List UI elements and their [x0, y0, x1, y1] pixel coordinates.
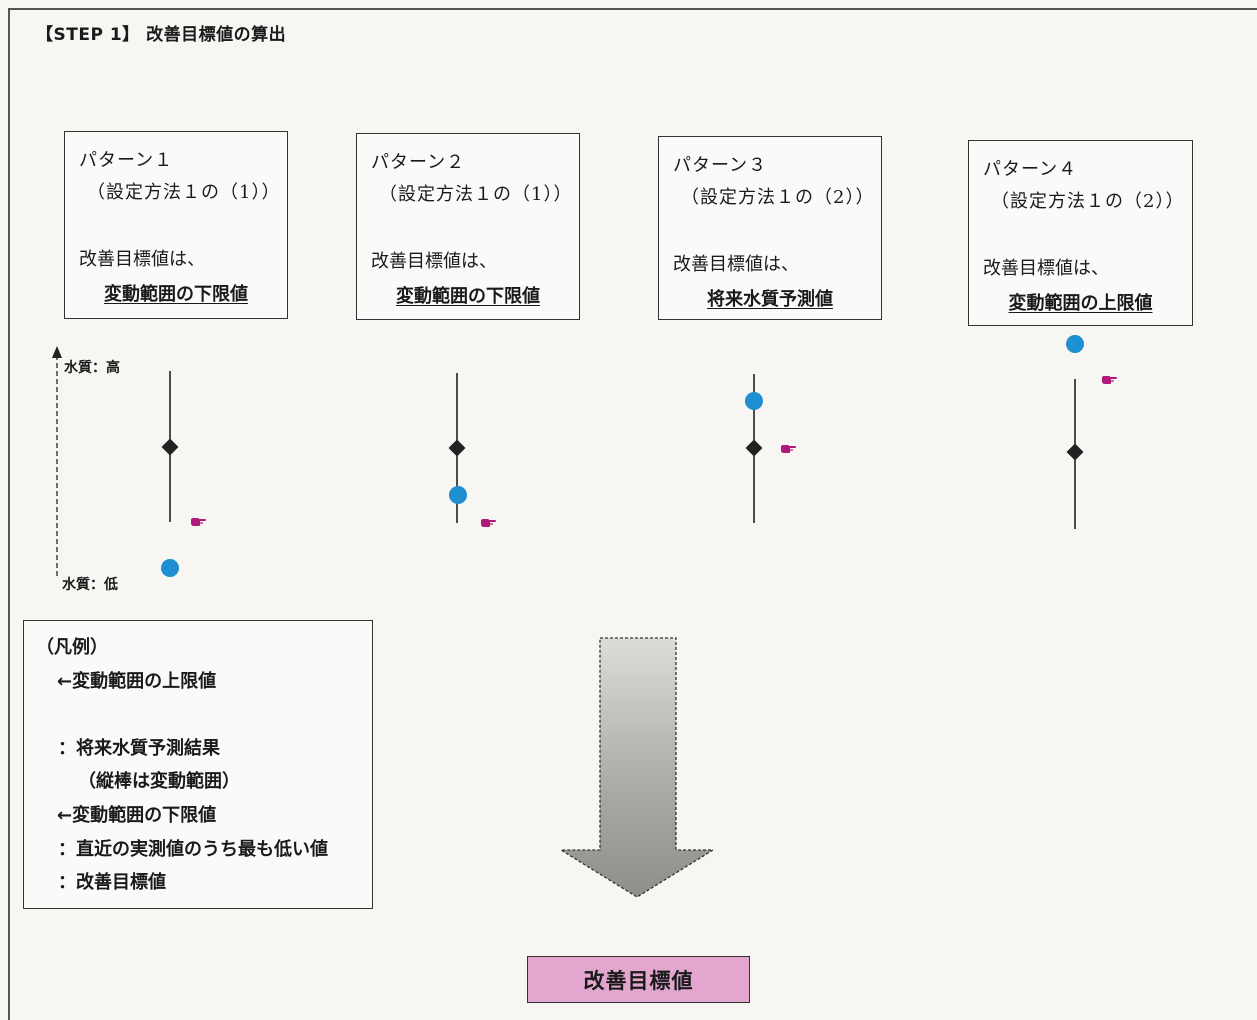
prediction-diamond-1: [161, 438, 179, 456]
prediction-diamond-2: [448, 439, 466, 457]
pattern-target-label: 改善目標値は、: [79, 249, 205, 270]
measured-dot-1: [161, 559, 179, 577]
target-marker-3: [780, 444, 796, 454]
down-arrow: [558, 637, 716, 898]
pattern-method: （設定方法１の（2））: [991, 191, 1185, 212]
axis-label-high: 水質：高: [64, 360, 120, 376]
measured-dot-3: [745, 392, 763, 410]
pattern-target-value: 変動範囲の上限値: [1008, 293, 1153, 314]
pattern-name: パターン３: [673, 155, 768, 176]
axis-label-low: 水質：低: [62, 577, 118, 593]
diagram-frame: [8, 8, 1257, 1020]
quality-axis-arrowhead: [52, 346, 62, 358]
legend-title: （凡例）: [36, 637, 108, 658]
result-target-box: 改善目標値: [527, 956, 750, 1003]
pattern-method: （設定方法１の（1））: [87, 182, 281, 203]
pattern-method: （設定方法１の（2））: [681, 187, 875, 208]
pattern-name: パターン４: [983, 159, 1078, 180]
legend-box: [23, 620, 373, 909]
pattern-name: パターン１: [79, 150, 174, 171]
pattern-method: （設定方法１の（1））: [379, 184, 573, 205]
prediction-diamond-4: [1066, 443, 1084, 461]
pattern-box-2: パターン２ （設定方法１の（1）） 改善目標値は、 変動範囲の下限値: [356, 133, 580, 320]
pattern-name: パターン２: [371, 152, 466, 173]
pattern-box-1: パターン１ （設定方法１の（1）） 改善目標値は、 変動範囲の下限値: [64, 131, 288, 319]
pattern-target-label: 改善目標値は、: [673, 254, 799, 275]
target-marker-4: [1101, 375, 1117, 385]
target-marker-1: [190, 517, 206, 527]
pattern-box-4: パターン４ （設定方法１の（2）） 改善目標値は、 変動範囲の上限値: [968, 140, 1193, 326]
legend-prediction-note: （縦棒は変動範囲）: [78, 771, 240, 792]
legend-prediction: ：将来水質予測結果: [58, 738, 220, 759]
step-title: 【STEP 1】 改善目標値の算出: [36, 25, 287, 45]
target-marker-2: [480, 518, 496, 528]
pattern-target-value: 変動範囲の下限値: [104, 284, 248, 305]
pattern-target-value: 将来水質予測値: [707, 289, 833, 310]
pattern-target-label: 改善目標値は、: [983, 258, 1109, 279]
pattern-target-value: 変動範囲の下限値: [396, 286, 540, 307]
measured-dot-2: [449, 486, 467, 504]
pattern-target-label: 改善目標値は、: [371, 251, 497, 272]
legend-measured: ：直近の実測値のうち最も低い値: [58, 839, 328, 860]
result-target-label: 改善目標値: [583, 968, 694, 993]
legend-upper-limit: ←変動範囲の上限値: [57, 671, 217, 692]
pattern-box-3: パターン３ （設定方法１の（2）） 改善目標値は、 将来水質予測値: [658, 136, 882, 320]
legend-target: ：改善目標値: [58, 872, 166, 893]
prediction-diamond-3: [745, 439, 763, 457]
measured-dot-4: [1066, 335, 1084, 353]
legend-lower-limit: ←変動範囲の下限値: [57, 805, 217, 826]
